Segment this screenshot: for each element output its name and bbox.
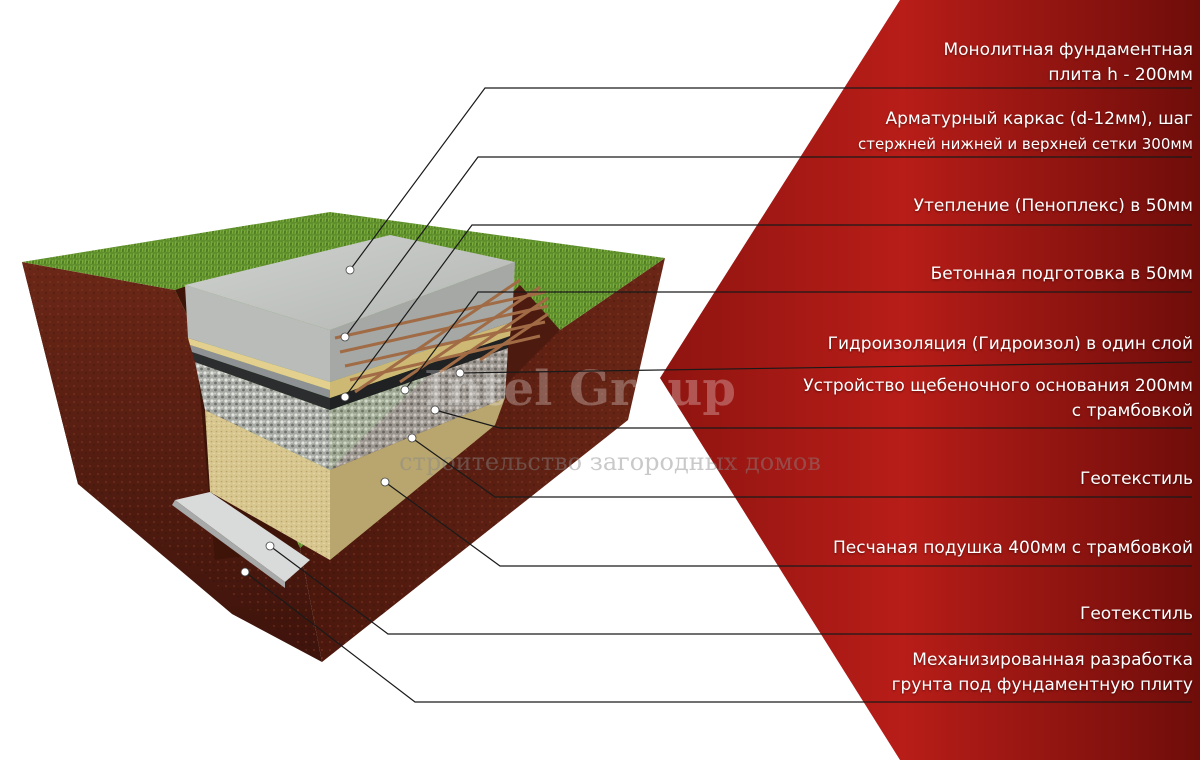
label-monolithic-slab: Монолитная фундаментная плита h - 200мм bbox=[943, 38, 1193, 88]
label-geotextile-upper-line-1: Геотекстиль bbox=[1079, 469, 1193, 489]
label-excavation-line-2: грунта под фундаментную плиту bbox=[891, 675, 1193, 695]
label-excavation: Механизированная разработка грунта под ф… bbox=[892, 648, 1193, 698]
label-monolithic-slab-line-2: плита h - 200мм bbox=[1048, 65, 1193, 85]
label-geotextile-lower: Геотекстиль bbox=[1080, 602, 1193, 627]
watermark-brand: Intel Group bbox=[424, 361, 736, 417]
leader-line-gravel bbox=[434, 409, 1192, 429]
leader-line-geotextile-1 bbox=[411, 437, 1192, 498]
geotextile-bottom bbox=[175, 492, 310, 582]
soil-texture bbox=[22, 258, 665, 662]
label-rebar-cage-line-2: стержней нижней и верхней сетки 300мм bbox=[857, 135, 1193, 153]
label-sand-cushion: Песчаная подушка 400мм с трамбовкой bbox=[833, 536, 1193, 561]
leader-dots bbox=[240, 265, 465, 577]
waterproofing-front bbox=[192, 352, 330, 410]
label-geotextile-upper: Геотекстиль bbox=[1080, 467, 1193, 492]
slab-right bbox=[330, 262, 515, 382]
leader-lines bbox=[244, 87, 1193, 703]
gravel-right bbox=[330, 348, 508, 470]
label-geotextile-lower-line-1: Геотекстиль bbox=[1079, 604, 1193, 624]
insulation-front bbox=[188, 338, 330, 390]
label-excavation-line-1: Механизированная разработка bbox=[912, 650, 1193, 670]
leader-line-waterproofing bbox=[459, 361, 1193, 374]
label-insulation-line-1: Утепление (Пеноплекс) в 50мм bbox=[913, 196, 1193, 216]
sand-front bbox=[205, 410, 330, 560]
label-rebar-cage-line-1: Арматурный каркас (d-12мм), шаг bbox=[885, 109, 1193, 129]
geotextile-bottom-edge bbox=[172, 500, 285, 588]
label-insulation: Утепление (Пеноплекс) в 50мм bbox=[914, 194, 1193, 219]
leader-line-rebar bbox=[344, 156, 1192, 338]
leader-line-geotextile-2 bbox=[269, 545, 1192, 635]
label-sand-cushion-line-1: Песчаная подушка 400мм с трамбовкой bbox=[833, 538, 1193, 558]
leader-line-soil bbox=[244, 571, 1192, 703]
label-waterproofing: Гидроизоляция (Гидроизол) в один слой bbox=[828, 332, 1193, 357]
gravel-front bbox=[195, 362, 330, 470]
label-rebar-cage: Арматурный каркас (d-12мм), шаг стержней… bbox=[858, 107, 1193, 157]
watermark-tagline: строительство загородных домов bbox=[399, 448, 821, 476]
leader-line-insulation bbox=[344, 224, 1192, 398]
label-concrete-prep-line-1: Бетонная подготовка в 50мм bbox=[930, 264, 1193, 284]
leader-line-slab bbox=[349, 87, 1192, 271]
concrete-prep-front bbox=[190, 345, 330, 398]
red-arrow-panel bbox=[660, 0, 1200, 760]
sand-right bbox=[330, 398, 505, 560]
label-concrete-prep: Бетонная подготовка в 50мм bbox=[931, 262, 1193, 287]
leader-line-prep bbox=[404, 291, 1192, 391]
slab-top bbox=[185, 235, 515, 330]
label-gravel-base-line-2: с трамбовкой bbox=[1071, 401, 1193, 421]
leader-line-sand bbox=[384, 481, 1192, 567]
slab-front bbox=[185, 285, 330, 382]
label-gravel-base: Устройство щебеночного основания 200мм с… bbox=[803, 374, 1193, 424]
label-monolithic-slab-line-1: Монолитная фундаментная bbox=[943, 40, 1193, 60]
label-gravel-base-line-1: Устройство щебеночного основания 200мм bbox=[803, 376, 1193, 396]
rebar-cage bbox=[334, 278, 549, 394]
label-waterproofing-line-1: Гидроизоляция (Гидроизол) в один слой bbox=[827, 334, 1193, 354]
